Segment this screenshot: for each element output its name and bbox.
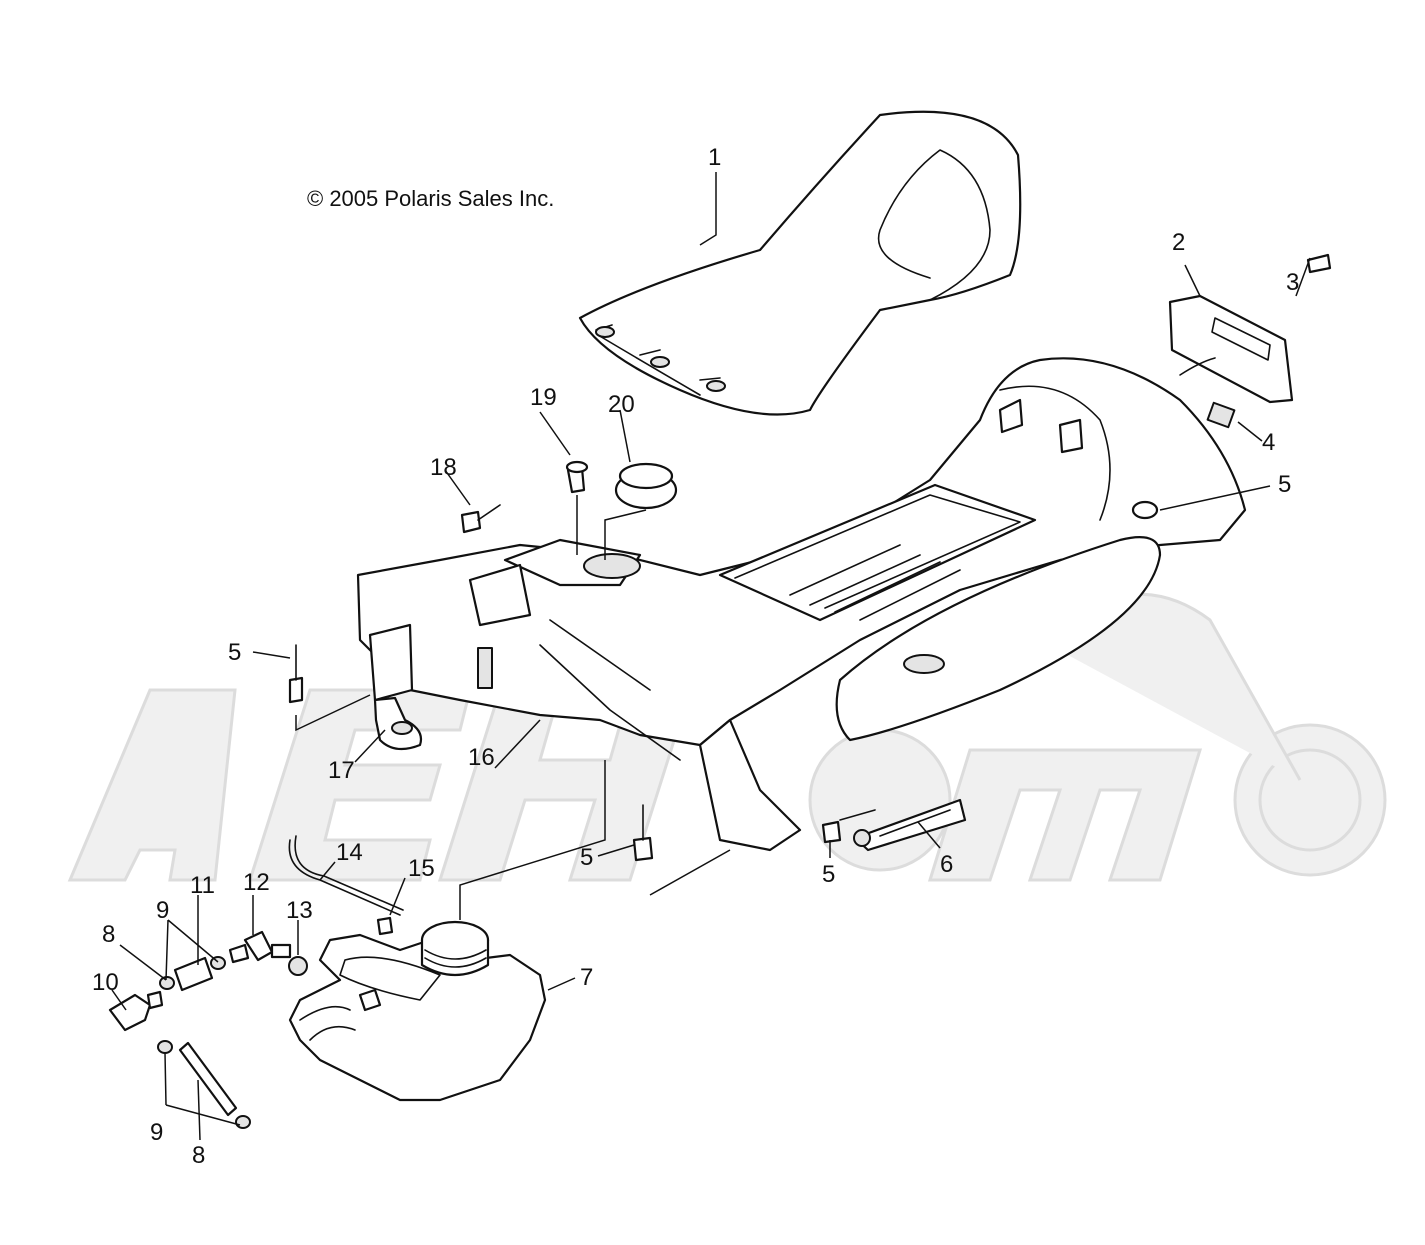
- callout-15: 15: [408, 855, 435, 882]
- callout-9-lower: 9: [150, 1119, 163, 1146]
- callout-6: 6: [940, 851, 953, 878]
- watermark: [67, 592, 1387, 882]
- callout-5-right: 5: [822, 861, 835, 888]
- taillight-assembly: [1168, 253, 1332, 429]
- small-fasteners: [460, 460, 678, 534]
- callout-7: 7: [580, 964, 593, 991]
- strap: [853, 798, 967, 852]
- callout-13: 13: [286, 897, 313, 924]
- callout-1: 1: [708, 144, 721, 171]
- callout-20: 20: [608, 391, 635, 418]
- callout-9-upper: 9: [156, 897, 169, 924]
- rivets: [288, 500, 1159, 862]
- callout-5-left: 5: [228, 639, 241, 666]
- callout-10: 10: [92, 969, 119, 996]
- callout-11: 11: [190, 872, 215, 899]
- callout-14: 14: [336, 839, 363, 866]
- seat: [578, 110, 1022, 416]
- callout-3: 3: [1286, 269, 1299, 296]
- callout-19: 19: [530, 384, 557, 411]
- callout-2: 2: [1172, 229, 1185, 256]
- callout-5-rear: 5: [1278, 471, 1291, 498]
- callout-17: 17: [328, 757, 355, 784]
- callout-8-upper: 8: [102, 921, 115, 948]
- callout-4: 4: [1262, 429, 1275, 456]
- copyright-text: © 2005 Polaris Sales Inc.: [307, 186, 554, 211]
- callout-12: 12: [243, 869, 270, 896]
- callout-8-lower: 8: [192, 1142, 205, 1169]
- leader-lines: [111, 172, 1311, 1141]
- callout-5-center: 5: [580, 844, 593, 871]
- callout-labels: 1 2 3 4 5 5 5 5 6 7 8 8 9 9 10 11 12 13 …: [92, 144, 1299, 1169]
- fuel-tank: [288, 920, 547, 1102]
- rear-fender: [356, 357, 1247, 852]
- callout-16: 16: [468, 744, 495, 771]
- bracket: [373, 696, 423, 751]
- callout-18: 18: [430, 454, 457, 481]
